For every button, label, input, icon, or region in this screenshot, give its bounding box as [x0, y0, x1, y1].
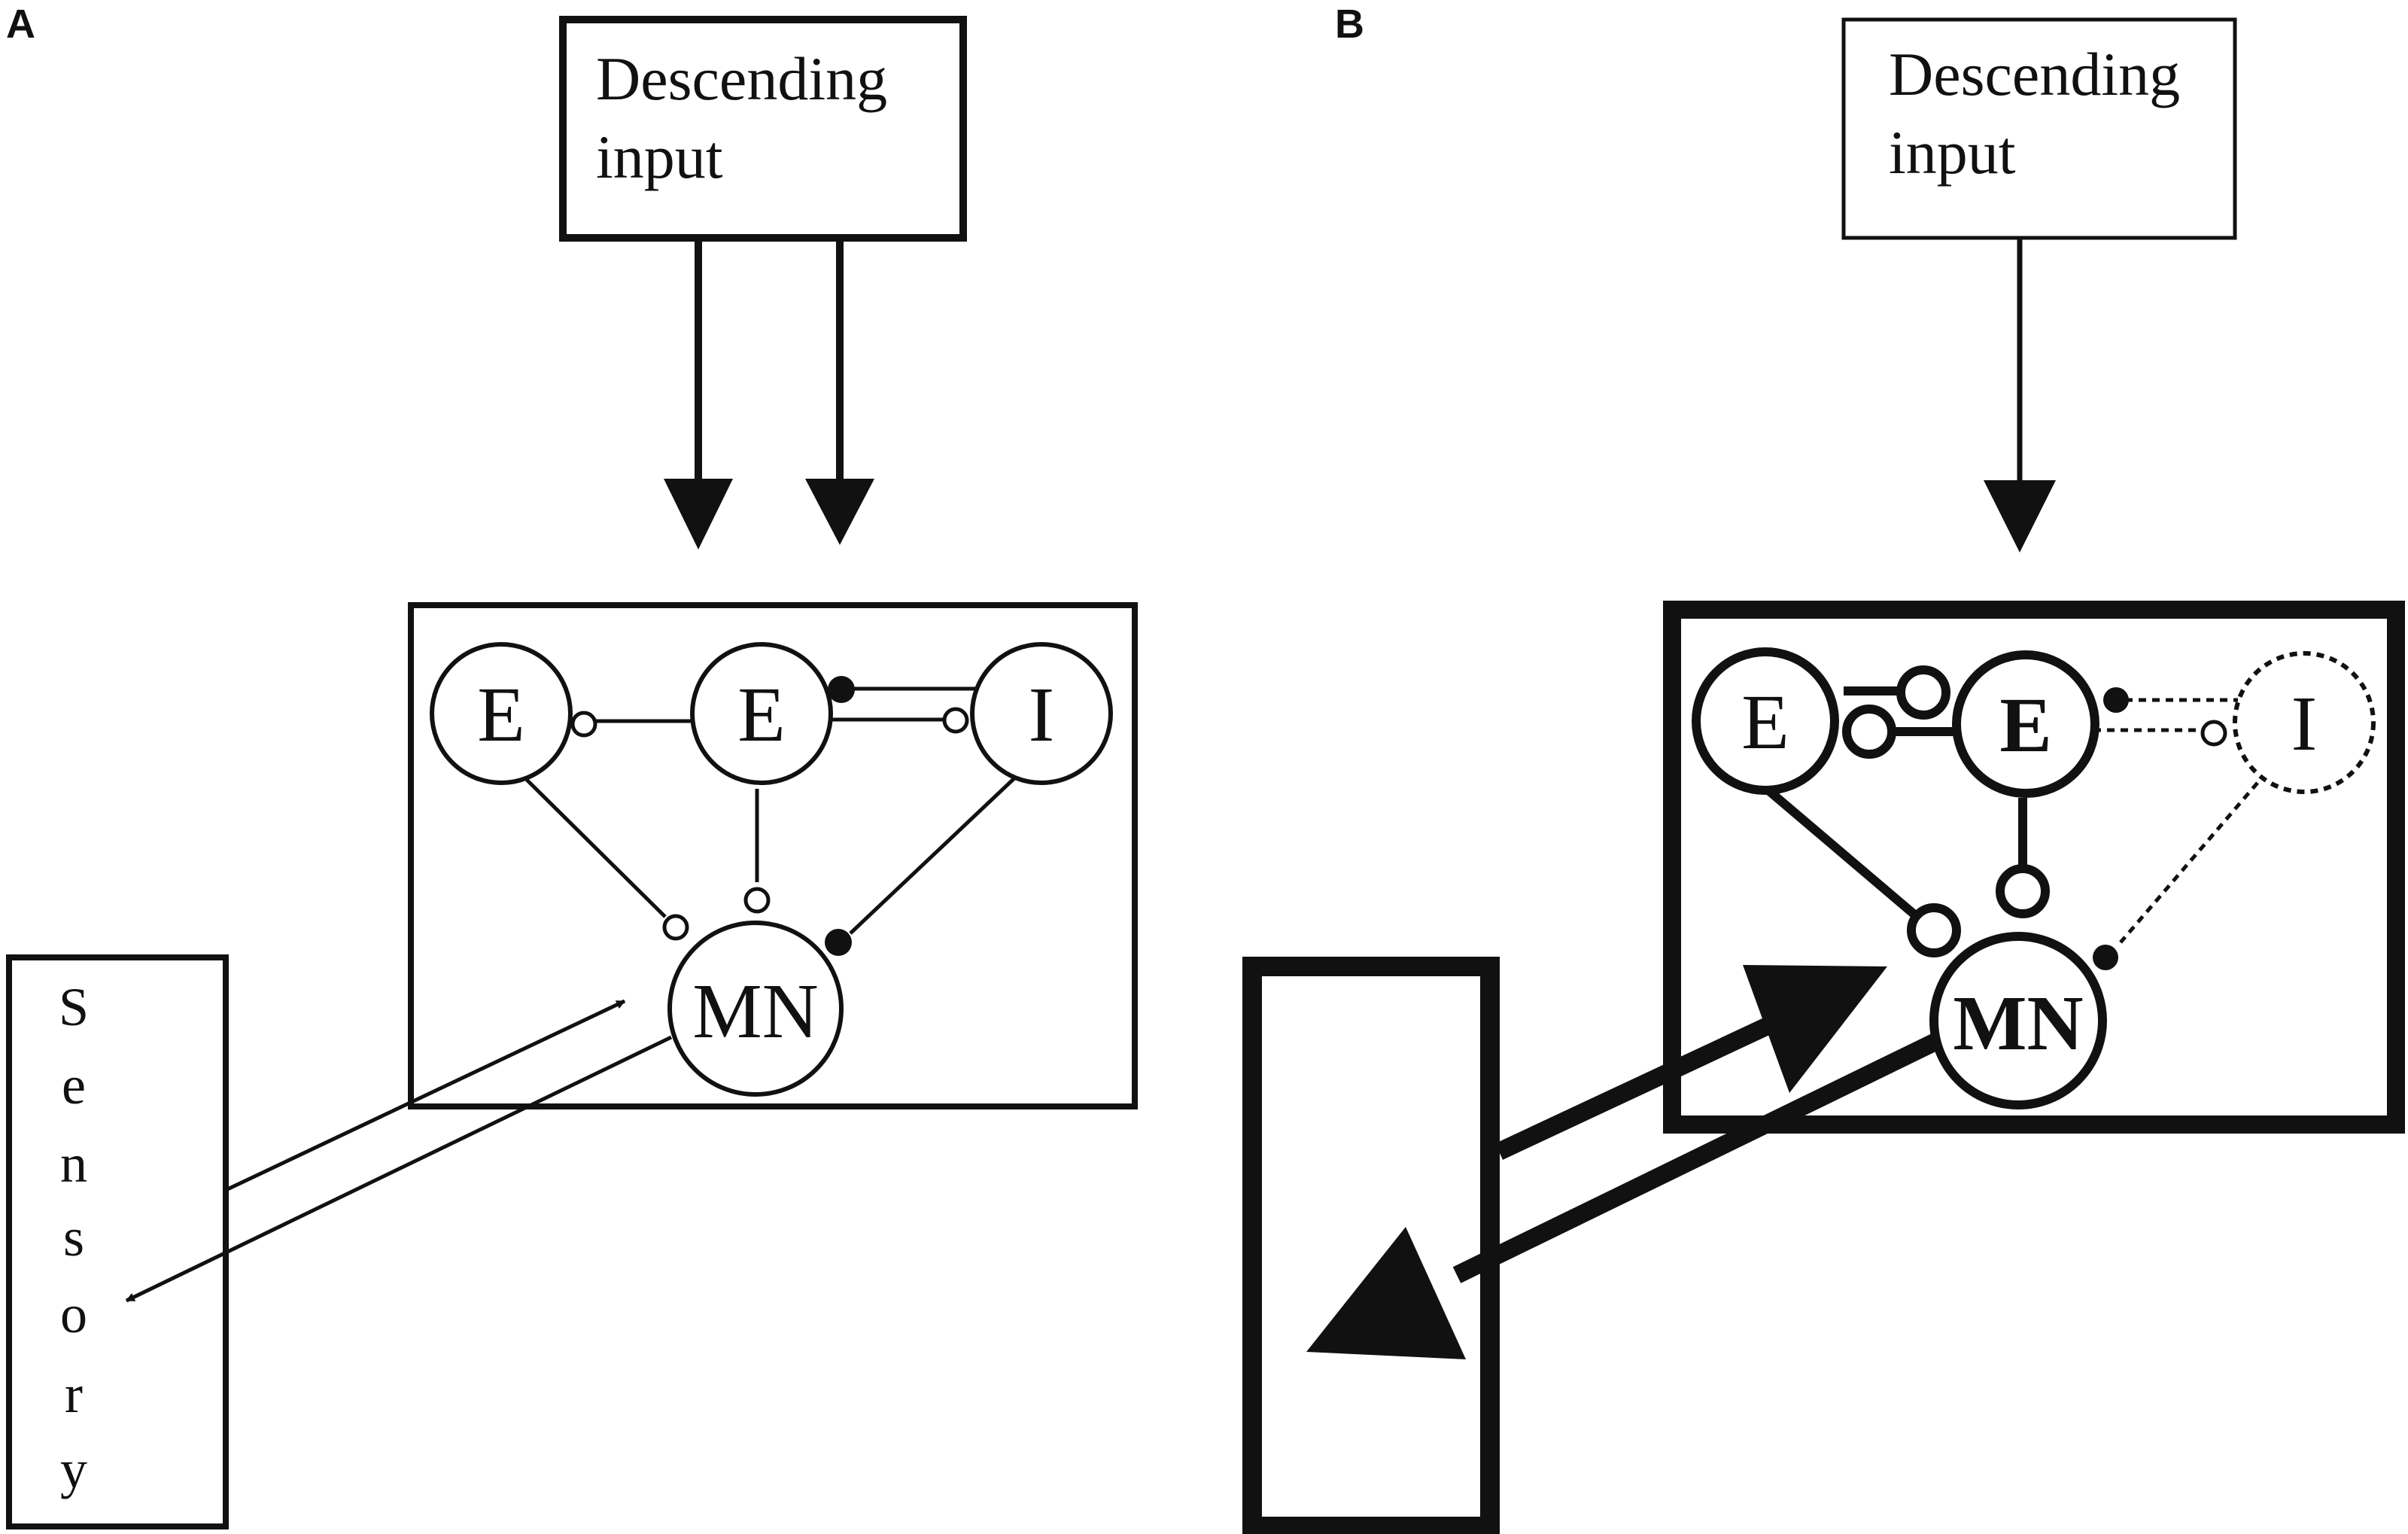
sensory-letter-y: y [60, 1439, 87, 1499]
panel-b-descending-label-line1: Descending [1889, 40, 2180, 108]
inhibitory-synapse-icon [2093, 945, 2118, 970]
panel-a-neuron-inhib: I [970, 642, 1113, 785]
panel-a-inhib-label: I [1029, 671, 1055, 758]
sensory-letter-r: r [65, 1364, 83, 1424]
panel-b-mn-label: MN [1953, 980, 2083, 1067]
excitatory-synapse-icon [1842, 705, 1896, 759]
panel-b-connections [1765, 686, 2027, 922]
panel-a-e-mid-label: E [737, 671, 786, 758]
excitatory-synapse-icon [1996, 864, 2050, 918]
inhibitory-synapse-icon [825, 929, 852, 956]
panel-a-label: A [6, 2, 35, 47]
sensory-letter-e: e [62, 1055, 86, 1115]
inhibitory-synapse-icon [828, 676, 855, 703]
panel-a-synapses [570, 676, 969, 956]
excitatory-synapse-icon [1907, 903, 1961, 957]
panel-a-descending-input-box: Descending input [559, 16, 967, 242]
panel-a-descending-label-line2: input [596, 123, 723, 191]
panel-b-sensory-arrows [1306, 965, 1943, 1359]
panel-b-neuron-e-left: E [1692, 647, 1839, 795]
excitatory-synapse-icon [1896, 665, 1950, 720]
panel-a-sensory-arrows [125, 999, 673, 1303]
panel-b-descending-input-box: Descending input [1841, 17, 2237, 240]
panel-a-motoneuron: MN [667, 921, 844, 1097]
panel-a-neuron-e-mid: E [690, 642, 833, 785]
panel-b-neuron-inhib: I [2291, 680, 2318, 767]
sensory-letter-s: S [59, 977, 89, 1037]
panel-a-descending-label-line1: Descending [596, 44, 887, 113]
excitatory-synapse-icon [942, 707, 969, 734]
panel-a-mn-label: MN [692, 968, 819, 1055]
inhibitory-synapse-icon [2103, 687, 2129, 713]
excitatory-synapse-icon [743, 887, 771, 914]
panel-a-network-box [408, 602, 1138, 1109]
panel-b-e-left-label: E [1741, 679, 1789, 765]
panel-b-descending-arrow [1984, 238, 2056, 552]
excitatory-synapse-icon [2200, 720, 2227, 747]
panel-b-sensory-box [1242, 957, 1500, 1534]
panel-b-network-box [1663, 601, 2405, 1134]
panel-b-neuron-e-mid: E [1952, 650, 2099, 798]
panel-b-e-mid-label: E [1999, 682, 2051, 769]
panel-b-label: B [1335, 2, 1364, 47]
panel-b-inhib-label: I [2291, 680, 2318, 767]
excitatory-synapse-icon [662, 914, 689, 941]
sensory-letter-s2: s [63, 1207, 84, 1268]
panel-a-sensory-box: S e n s o r y [6, 954, 229, 1529]
panel-a: A Descending input [6, 2, 1138, 1529]
excitatory-synapse-icon [570, 711, 597, 738]
panel-a-neuron-e-left: E [430, 642, 573, 785]
sensory-letter-o: o [60, 1284, 87, 1344]
panel-b-descending-label-line2: input [1889, 118, 2016, 187]
panel-a-descending-arrows [664, 238, 874, 549]
panel-b-motoneuron: MN [1929, 932, 2107, 1109]
panel-a-connections [525, 686, 1016, 935]
panel-a-e-left-label: E [477, 671, 525, 758]
panel-b-synapses [1842, 665, 2227, 970]
panel-b-dashed-connections [2093, 651, 2376, 944]
panel-b: B Descending input [1242, 2, 2405, 1534]
sensory-letter-n: n [60, 1134, 87, 1194]
